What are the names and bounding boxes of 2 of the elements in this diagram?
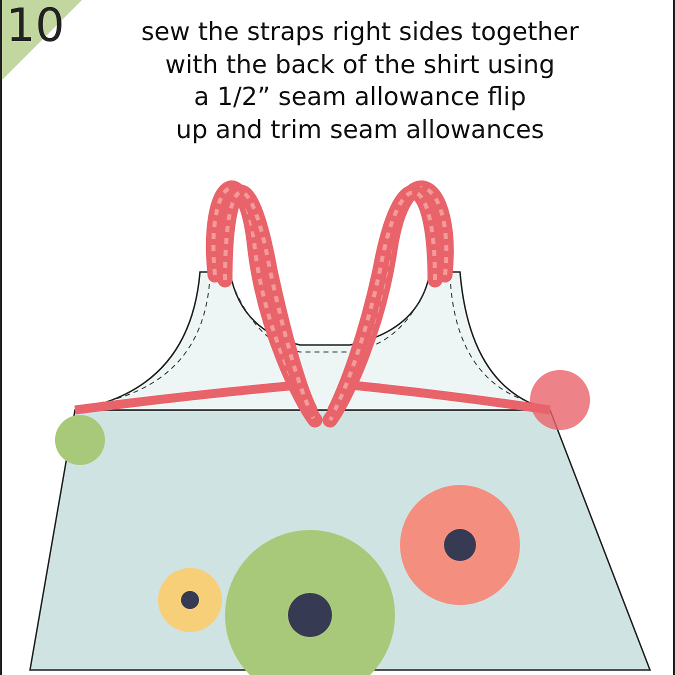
step-number: 10 xyxy=(6,2,65,48)
instruction-text: sew the straps right sides together with the back of the shirt using a 1/2” seam allowance flip up and trim seam allowances xyxy=(140,16,580,146)
